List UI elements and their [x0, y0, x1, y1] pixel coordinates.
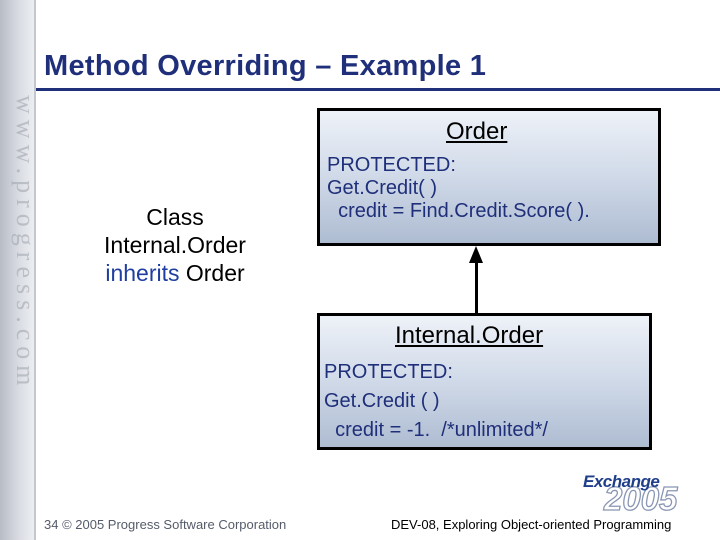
internal-code-line-2: Get.Credit ( ): [324, 390, 440, 412]
order-code-line-2: Get.Credit( ): [327, 177, 438, 199]
left-bar-divider: [34, 0, 36, 540]
exchange-2005-logo: 2005 Exchange: [580, 468, 695, 518]
internal-order-class-box: Internal.Order PROTECTED: Get.Credit ( )…: [317, 313, 652, 450]
footer-copyright: 34 © 2005 Progress Software Corporation: [44, 517, 287, 532]
watermark-text: www.progress.com: [11, 95, 40, 392]
title-underline: [36, 88, 720, 91]
internal-code-line-3: credit = -1. /*unlimited*/: [324, 419, 548, 441]
inherits-keyword: inherits: [105, 260, 180, 286]
order-code-line-3: credit = Find.Credit.Score( ).: [327, 200, 590, 222]
class-keyword: Class: [146, 204, 204, 230]
internal-code-line-1: PROTECTED:: [324, 361, 453, 383]
order-class-box: Order PROTECTED: Get.Credit( ) credit = …: [317, 108, 661, 246]
class-declaration: Class Internal.Order inherits Order: [70, 203, 280, 287]
slide-title: Method Overriding – Example 1: [44, 50, 487, 82]
inheritance-arrow-line: [475, 262, 478, 314]
parent-class-name: Order: [185, 260, 245, 286]
order-code-line-1: PROTECTED:: [327, 154, 456, 176]
inheritance-arrow-head: [469, 246, 483, 263]
order-box-title: Order: [446, 118, 508, 145]
internal-box-title: Internal.Order: [395, 322, 544, 349]
left-decorative-bar: [0, 0, 34, 540]
logo-brand: Exchange: [583, 472, 660, 491]
logo-year: 2005: [603, 479, 678, 517]
class-name: Internal.Order: [104, 232, 246, 258]
inherits-line: inherits Order: [70, 259, 280, 287]
footer-session-title: DEV-08, Exploring Object-oriented Progra…: [391, 517, 672, 532]
